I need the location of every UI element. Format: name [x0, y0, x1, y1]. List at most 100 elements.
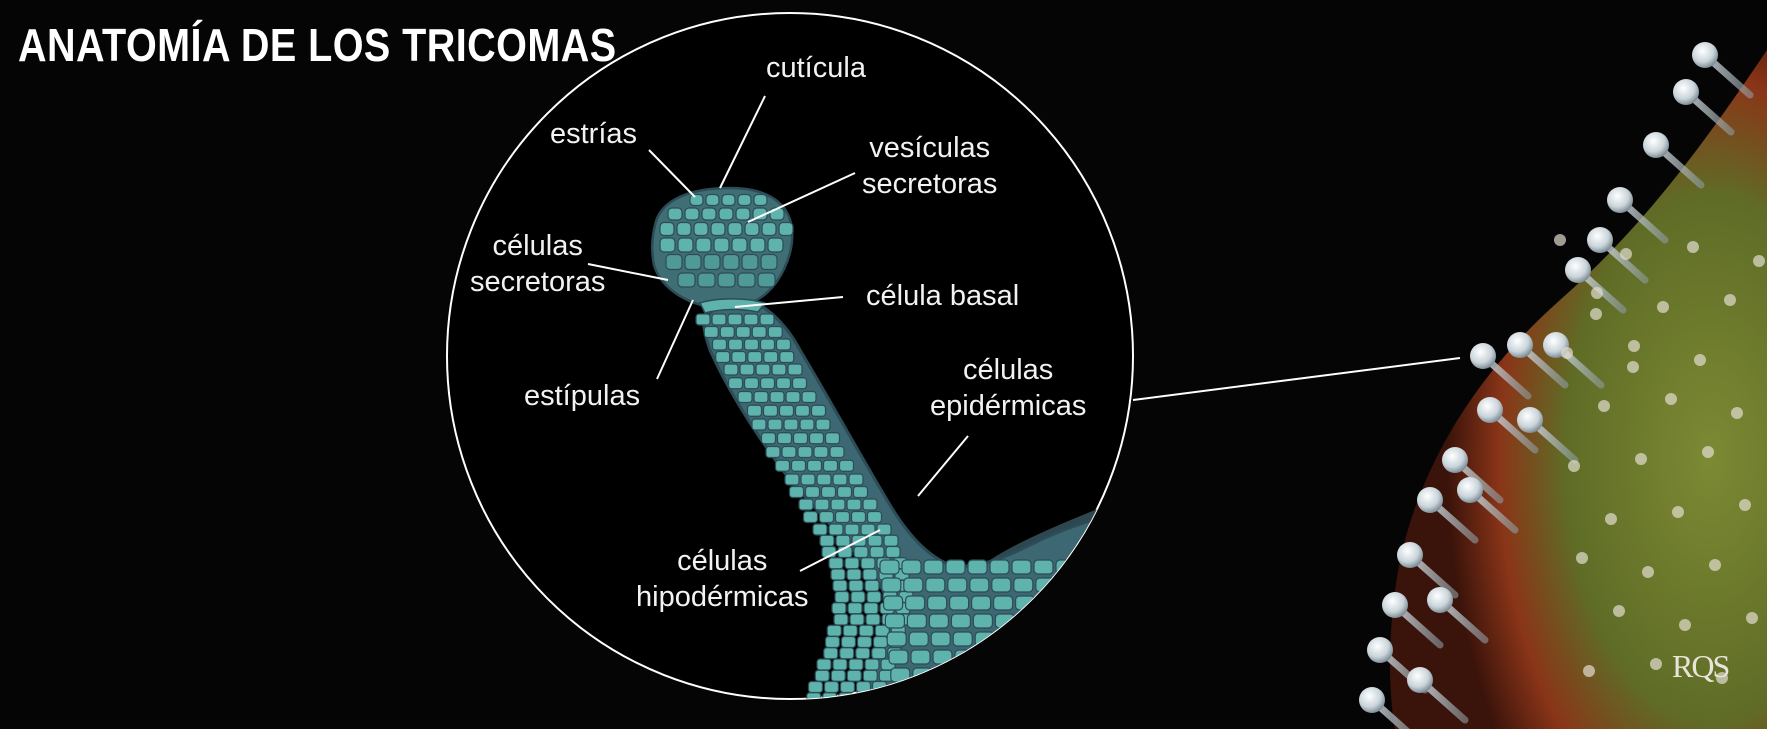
head-cell	[718, 207, 734, 221]
stalk-cell	[864, 579, 880, 592]
base-cell	[1018, 631, 1039, 647]
head-cell	[689, 193, 704, 207]
stalk-cell	[835, 534, 851, 547]
stalk-cell	[844, 557, 860, 570]
head-cell	[737, 272, 756, 288]
base-cell	[947, 577, 968, 593]
stalk-cell	[739, 363, 755, 376]
base-cell	[1022, 667, 1043, 683]
stalk-cell	[816, 473, 832, 486]
base-cell	[908, 631, 929, 647]
head-cell	[767, 237, 784, 253]
base-cell	[1042, 649, 1063, 665]
base-cell	[948, 595, 970, 611]
base-cell	[1079, 577, 1100, 593]
base-cell	[1014, 595, 1036, 611]
base-cell	[1055, 559, 1076, 575]
stalk-cell	[869, 545, 885, 559]
leader-vesiculas	[747, 172, 856, 223]
base-cell	[1045, 685, 1067, 699]
base-cell	[967, 559, 988, 575]
stalk-cell	[865, 613, 881, 626]
stalk-cell	[727, 313, 743, 326]
stalk-cell	[785, 390, 801, 404]
trichome-head	[1692, 42, 1718, 68]
stalk-cell	[867, 534, 883, 547]
stalk-cell	[826, 624, 842, 637]
base-cell	[906, 613, 928, 629]
leader-cuticula	[719, 95, 766, 189]
stalk-cell	[862, 568, 878, 581]
gland	[1568, 460, 1580, 472]
head-cell	[749, 237, 766, 253]
gland	[1590, 308, 1602, 320]
gland	[1620, 248, 1632, 260]
head-cell	[721, 193, 736, 207]
label-celula-basal: célula basal	[866, 280, 1020, 312]
gland	[1642, 566, 1654, 578]
stalk-cell	[755, 363, 771, 376]
gland	[1665, 393, 1677, 405]
rqs-logo: RQS	[1672, 648, 1730, 684]
base-cell	[930, 631, 951, 647]
gland	[1687, 241, 1699, 253]
label-celulas-epidermicas: células epidérmicas	[930, 352, 1086, 424]
gland	[1628, 340, 1640, 352]
stalk-cell	[822, 692, 838, 699]
base-cell	[884, 613, 906, 629]
stalk-cell	[842, 624, 858, 637]
stalk-cell	[854, 692, 870, 699]
stalk-cell	[791, 377, 808, 390]
stalk-cell	[846, 568, 862, 581]
stalk-cell	[767, 418, 783, 431]
head-cell	[703, 253, 721, 271]
stalk-cell	[751, 418, 767, 431]
stalk-cell	[885, 545, 901, 559]
gland	[1627, 361, 1639, 373]
head-cell	[659, 237, 676, 253]
trichome-head	[1367, 637, 1393, 663]
label-celulas-secretoras-line2: secretoras	[470, 266, 606, 298]
stalk-cell	[775, 338, 792, 351]
stalk-cell	[831, 602, 847, 615]
head-cell	[695, 237, 712, 253]
base-cell	[886, 631, 907, 647]
stalk-cell	[769, 390, 785, 404]
stalk-cell	[800, 473, 816, 486]
head-cell	[727, 221, 743, 237]
base-cell	[1064, 649, 1085, 665]
stalk-cell	[804, 485, 821, 499]
stalk-cell	[850, 510, 867, 524]
base-cell	[928, 613, 950, 629]
base-cell	[1000, 667, 1021, 683]
stalk-cell	[751, 325, 767, 339]
stalk-cell	[788, 485, 805, 499]
gland	[1731, 407, 1743, 419]
stalk-cell	[767, 325, 783, 339]
head-cell	[659, 221, 675, 237]
gland	[1753, 255, 1765, 267]
gland	[1724, 294, 1736, 306]
base-cell	[1077, 559, 1098, 575]
stalk-cell	[787, 363, 803, 376]
stalk-cell	[850, 590, 866, 604]
zoom-connector-line	[1132, 357, 1461, 401]
base-cell	[891, 685, 913, 699]
stalk-cell	[762, 404, 779, 417]
stalk-cell	[776, 432, 793, 445]
gland	[1739, 499, 1751, 511]
base-cell	[1038, 613, 1060, 629]
head-cell	[684, 207, 700, 221]
label-vesiculas-line1: vesículas	[869, 132, 991, 164]
trichome-head	[1643, 132, 1669, 158]
stalk-cell	[814, 498, 830, 511]
trichome-head	[1427, 587, 1453, 613]
stalk-cell	[759, 338, 776, 351]
stalk-cell	[735, 325, 751, 339]
head-cell	[710, 221, 726, 237]
stalk-cell	[839, 647, 855, 660]
leader-celulas-epidermicas	[917, 435, 969, 497]
gland	[1613, 605, 1625, 617]
gland	[1746, 612, 1758, 624]
